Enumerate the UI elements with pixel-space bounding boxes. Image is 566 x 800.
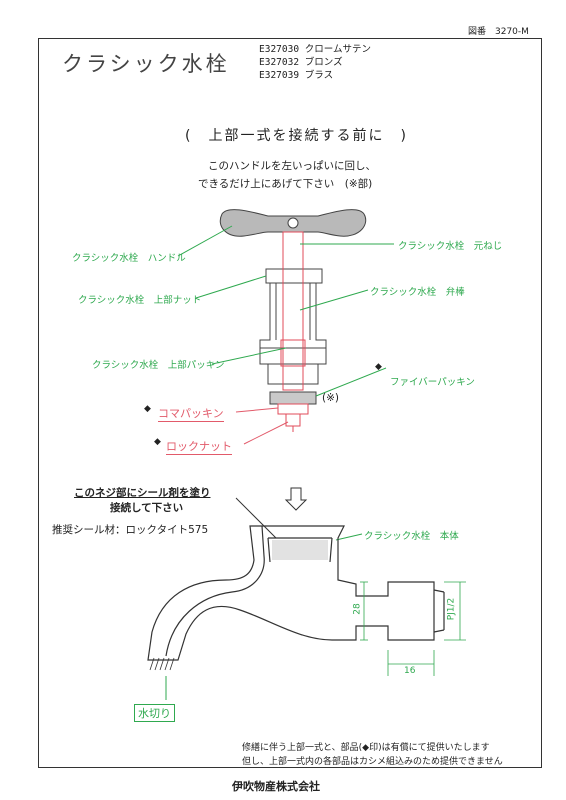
koma-packing-shape <box>277 403 309 415</box>
footer-note-1: 修繕に伴う上部一式と、部品(◆印)は有償にて提供いたします <box>242 743 490 753</box>
fiber-packing-shape <box>269 391 317 405</box>
instruction-line-1: このハンドルを左いっぱいに回し、 <box>208 160 376 172</box>
label-handle: クラシック水栓 ハンドル <box>72 253 186 264</box>
instruction-line-2: できるだけ上にあげて下さい (※部) <box>198 178 373 190</box>
marker-icon: ◆ <box>144 404 151 414</box>
handle-screw <box>287 217 299 229</box>
page-title: クラシック水栓 <box>62 52 230 76</box>
company-name: 伊吹物産株式会社 <box>232 780 320 793</box>
marker-icon: ◆ <box>375 362 382 372</box>
seal-instruction-2: 接続して下さい <box>110 502 184 514</box>
label-drip-cut: 水切り <box>134 704 175 722</box>
label-valve-rod: クラシック水栓 弁棒 <box>370 287 465 298</box>
label-upper-packing: クラシック水栓 上部パッキン <box>92 360 225 371</box>
marker-icon: ◆ <box>154 437 161 447</box>
footer-note-2: 但し、上部一式内の各部品はカシメ組込みのため提供できません <box>242 757 503 767</box>
down-arrow-icon <box>284 487 308 511</box>
dimension-thread: PJ1/2 <box>446 597 457 621</box>
dimension-length: 16 <box>404 666 416 676</box>
seal-instruction-1: このネジ部にシール剤を塗り <box>74 487 211 499</box>
product-code-list: E327030 クロームサテン E327032 ブロンズ E327039 ブラス <box>259 43 371 82</box>
drawing-number: 図番 3270-M <box>468 27 529 37</box>
label-fiber-packing: ファイバーパッキン <box>390 377 475 388</box>
label-koma-packing: コマパッキン <box>158 407 224 422</box>
valve-stem <box>282 231 304 391</box>
lock-nut-shape <box>285 413 301 427</box>
drawing-frame <box>38 38 542 768</box>
product-code: E327032 ブロンズ <box>259 57 343 68</box>
product-code: E327030 クロームサテン <box>259 44 371 55</box>
product-code: E327039 ブラス <box>259 70 334 81</box>
section-heading: ( 上部一式を接続する前に ) <box>185 128 408 144</box>
upper-nut-outline <box>265 268 323 284</box>
seal-area <box>272 540 328 560</box>
spout-outline <box>147 525 435 661</box>
upper-assembly-outline <box>259 283 327 385</box>
recommended-sealant: 推奨シール材：ロックタイト575 <box>52 524 209 536</box>
dimension-height: 28 <box>352 603 363 615</box>
label-body: クラシック水栓 本体 <box>364 531 459 542</box>
label-asterisk: (※) <box>322 392 339 404</box>
label-upper-nut: クラシック水栓 上部ナット <box>78 295 202 306</box>
label-base-screw: クラシック水栓 元ねじ <box>398 241 503 252</box>
label-lock-nut: ロックナット <box>166 440 232 455</box>
